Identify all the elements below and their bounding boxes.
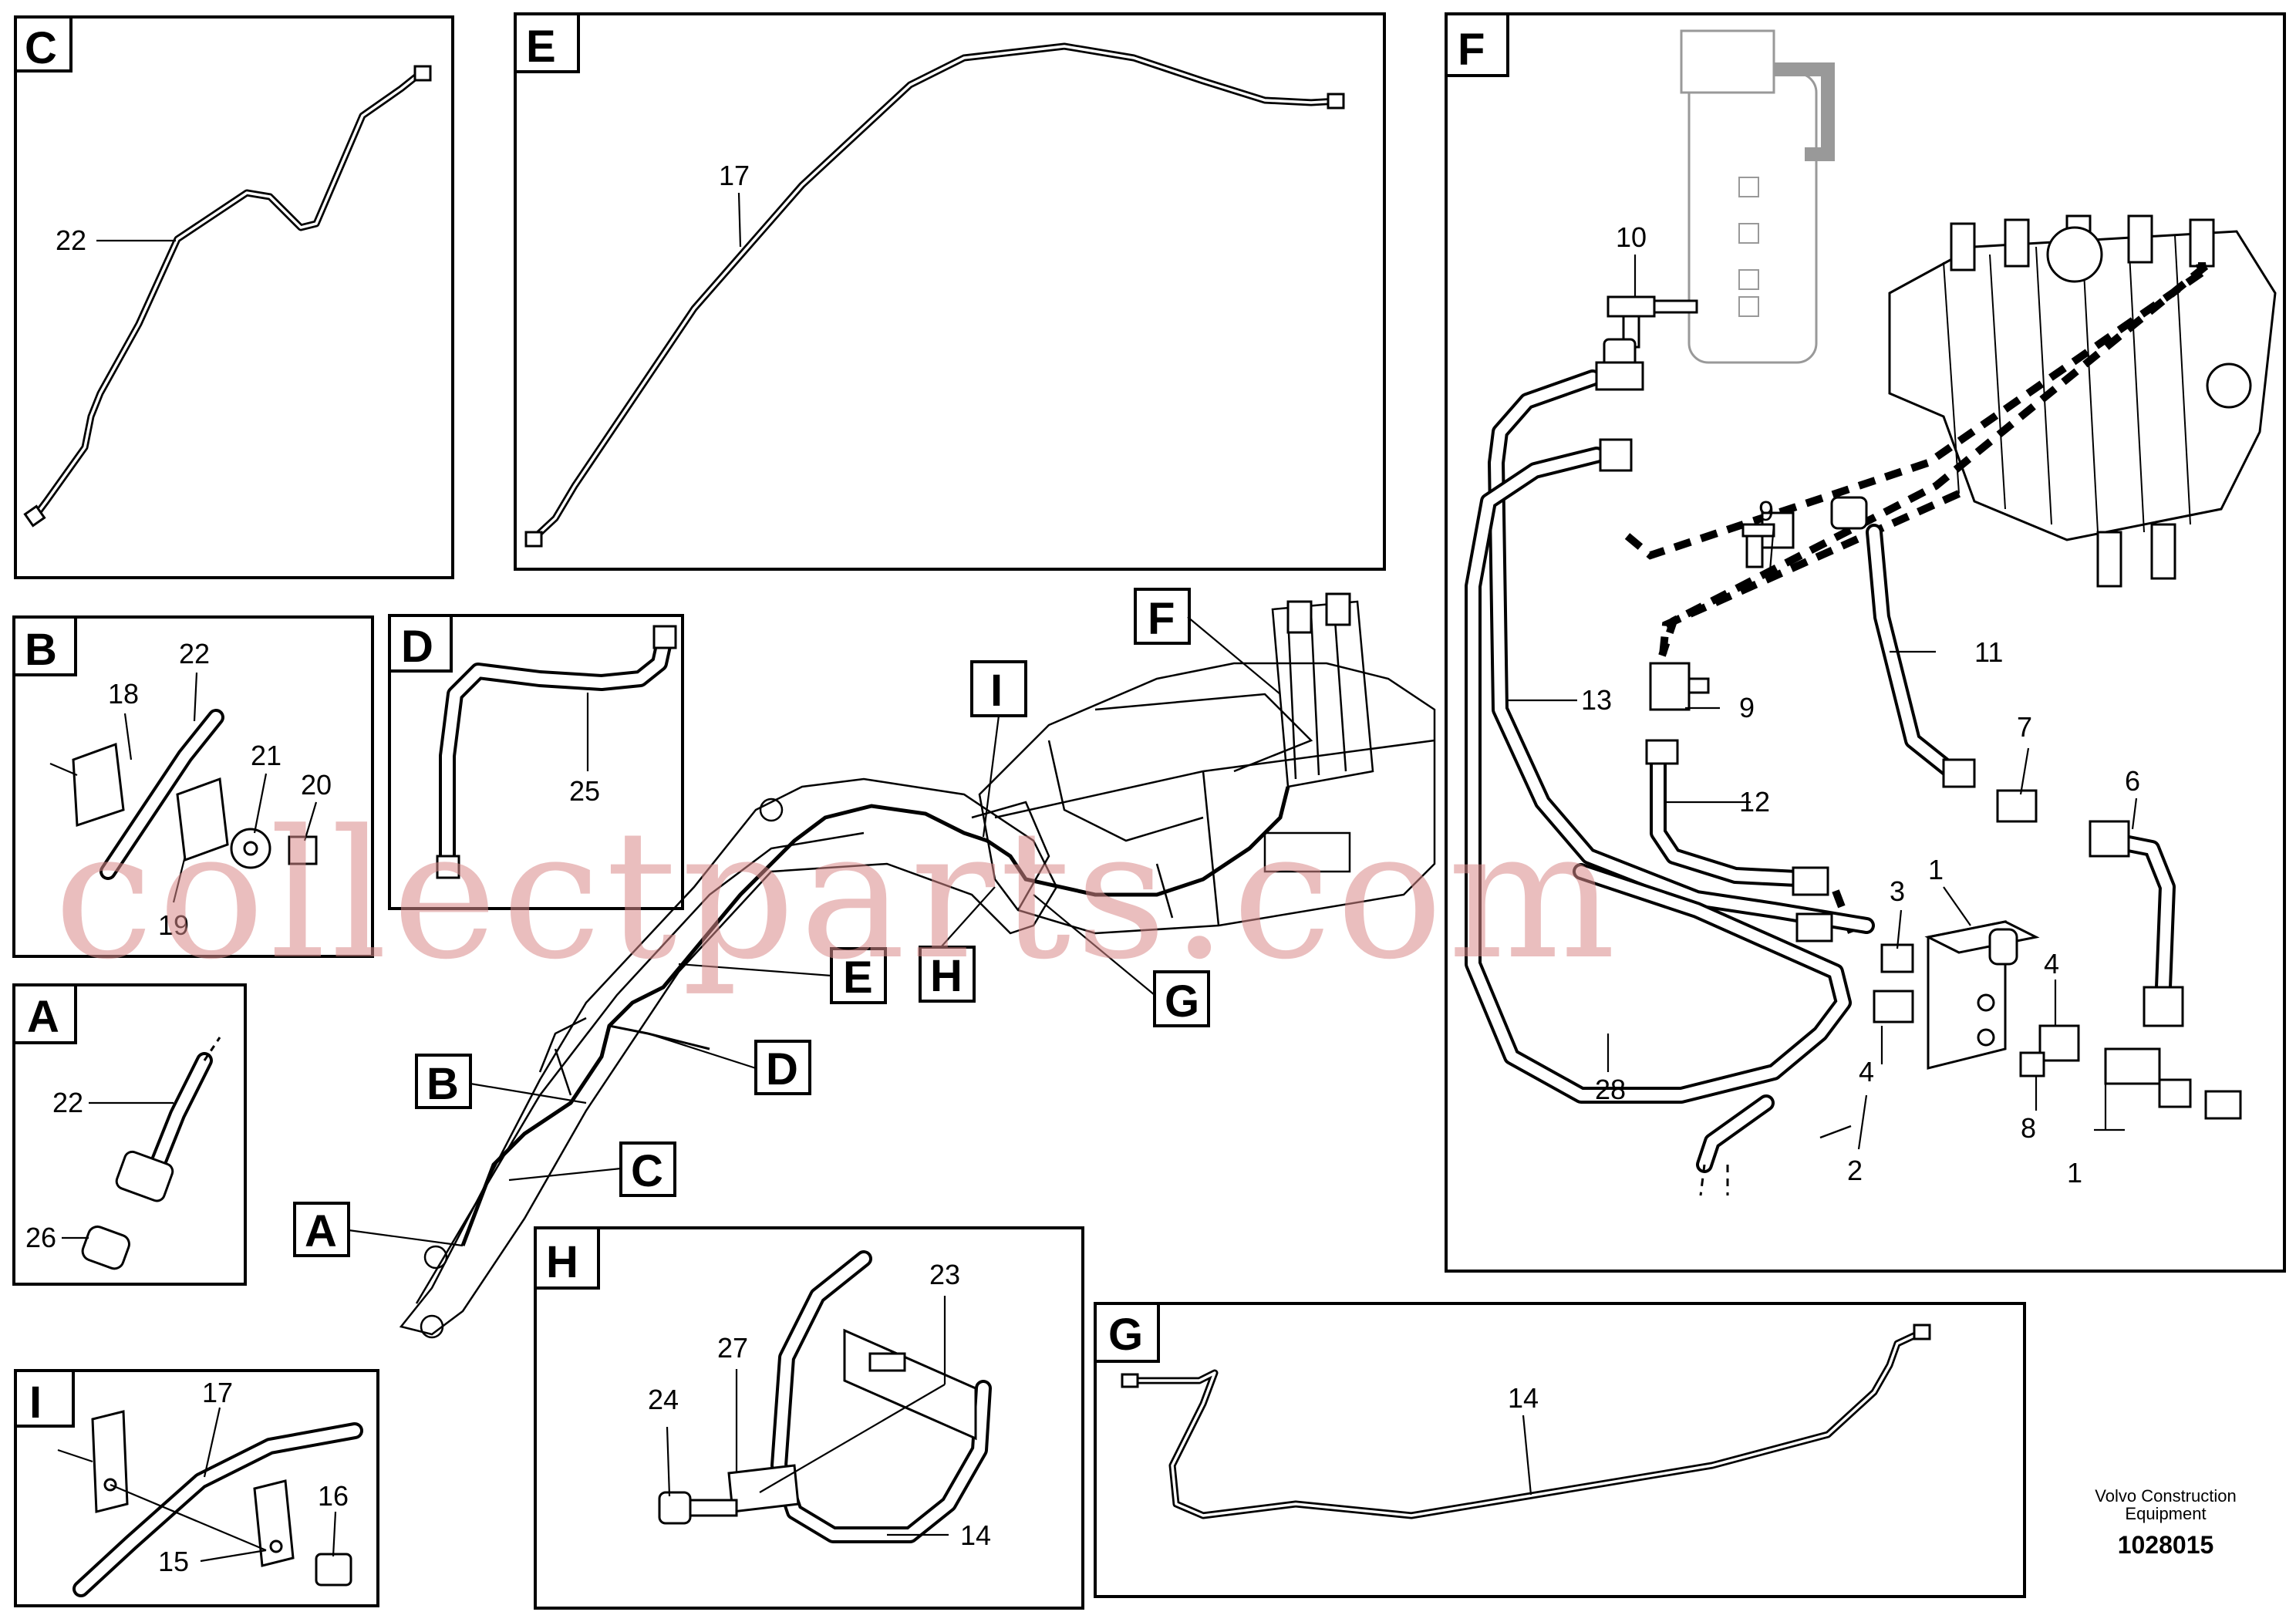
callout-f-12: 12	[1739, 786, 1770, 818]
document-number: 1028015	[2118, 1531, 2214, 1559]
caption-block: Volvo Construction Equipment 1028015	[2095, 1486, 2236, 1559]
callout-f-1b: 1	[2067, 1157, 2082, 1189]
callout-i-17: 17	[202, 1377, 233, 1408]
panel-i: I 17 16 15	[14, 1369, 379, 1607]
overview-tag-c: C	[631, 1146, 663, 1196]
callout-h-14: 14	[960, 1519, 991, 1551]
watermark: collectparts.com	[54, 793, 1620, 999]
callout-b-19: 19	[158, 909, 189, 941]
callout-f-13: 13	[1581, 684, 1612, 716]
callout-b-22: 22	[179, 638, 210, 669]
callout-f-9b: 9	[1739, 692, 1755, 723]
callout-f-6: 6	[2125, 765, 2140, 797]
control-valve-icon	[1888, 214, 2277, 588]
callout-f-28: 28	[1595, 1074, 1626, 1105]
panel-h-tag: H	[546, 1237, 578, 1287]
filter-housing-icon	[1680, 29, 1835, 364]
excavator-overview: F I E H G D B C A	[293, 588, 1436, 1339]
panel-a-tag: A	[27, 992, 59, 1042]
panel-i-tag: I	[29, 1378, 42, 1428]
callout-f-3: 3	[1890, 875, 1905, 907]
callout-b-20: 20	[301, 769, 332, 801]
callout-f-8: 8	[2021, 1112, 2036, 1144]
valve-block-icon	[1924, 920, 2040, 1070]
callout-f-7: 7	[2017, 711, 2032, 743]
overview-tag-f: F	[1148, 594, 1175, 644]
callout-i-15: 15	[158, 1546, 189, 1577]
callout-e-17: 17	[719, 160, 750, 191]
callout-b-21: 21	[251, 740, 282, 771]
callout-f-9a: 9	[1758, 495, 1774, 527]
overview-tag-d: D	[766, 1044, 798, 1094]
excavator-frame-icon	[978, 592, 1436, 935]
callout-h-27: 27	[717, 1332, 748, 1364]
callout-f-2: 2	[1847, 1155, 1863, 1186]
panel-f-tag: F	[1458, 25, 1485, 75]
panel-e: E 17	[514, 12, 1386, 571]
panel-f: F	[1445, 12, 2286, 1273]
callout-f-4b: 4	[1859, 1056, 1874, 1088]
panel-b: B 22 18 21 20 19	[12, 615, 374, 958]
panel-d: D 25	[388, 614, 684, 910]
panel-g: G 14	[1094, 1302, 2026, 1598]
panel-g-tag: G	[1108, 1310, 1143, 1360]
caption-line-1: Volvo Construction	[2095, 1486, 2236, 1506]
panel-c: C 22	[14, 15, 454, 579]
callout-h-24: 24	[648, 1384, 679, 1415]
callout-d-25: 25	[569, 775, 600, 807]
panel-c-tag: C	[25, 23, 57, 73]
callout-a-22: 22	[52, 1087, 83, 1118]
callout-i-16: 16	[318, 1480, 349, 1512]
callout-c-22: 22	[56, 224, 86, 256]
overview-tag-e: E	[843, 953, 873, 1003]
overview-tag-h: H	[930, 951, 963, 1001]
callout-f-10: 10	[1616, 221, 1647, 253]
panel-d-tag: D	[401, 622, 433, 672]
caption-line-2: Equipment	[2125, 1504, 2206, 1523]
callout-b-18: 18	[108, 678, 139, 710]
overview-tag-g: G	[1165, 976, 1199, 1027]
callout-h-23: 23	[929, 1259, 960, 1290]
overview-tag-a: A	[305, 1206, 337, 1256]
panel-a: A 22 26	[12, 983, 247, 1286]
callout-f-11: 11	[1974, 636, 2003, 668]
callout-f-4a: 4	[2044, 948, 2059, 980]
overview-tag-b: B	[426, 1059, 459, 1109]
panel-e-tag: E	[526, 22, 556, 72]
callout-f-1a: 1	[1928, 854, 1944, 885]
panel-h: H 23 27 24 14	[534, 1226, 1084, 1610]
callout-a-26: 26	[25, 1222, 56, 1253]
panel-b-tag: B	[25, 625, 57, 675]
callout-g-14: 14	[1508, 1382, 1539, 1414]
overview-tag-i: I	[990, 666, 1003, 716]
